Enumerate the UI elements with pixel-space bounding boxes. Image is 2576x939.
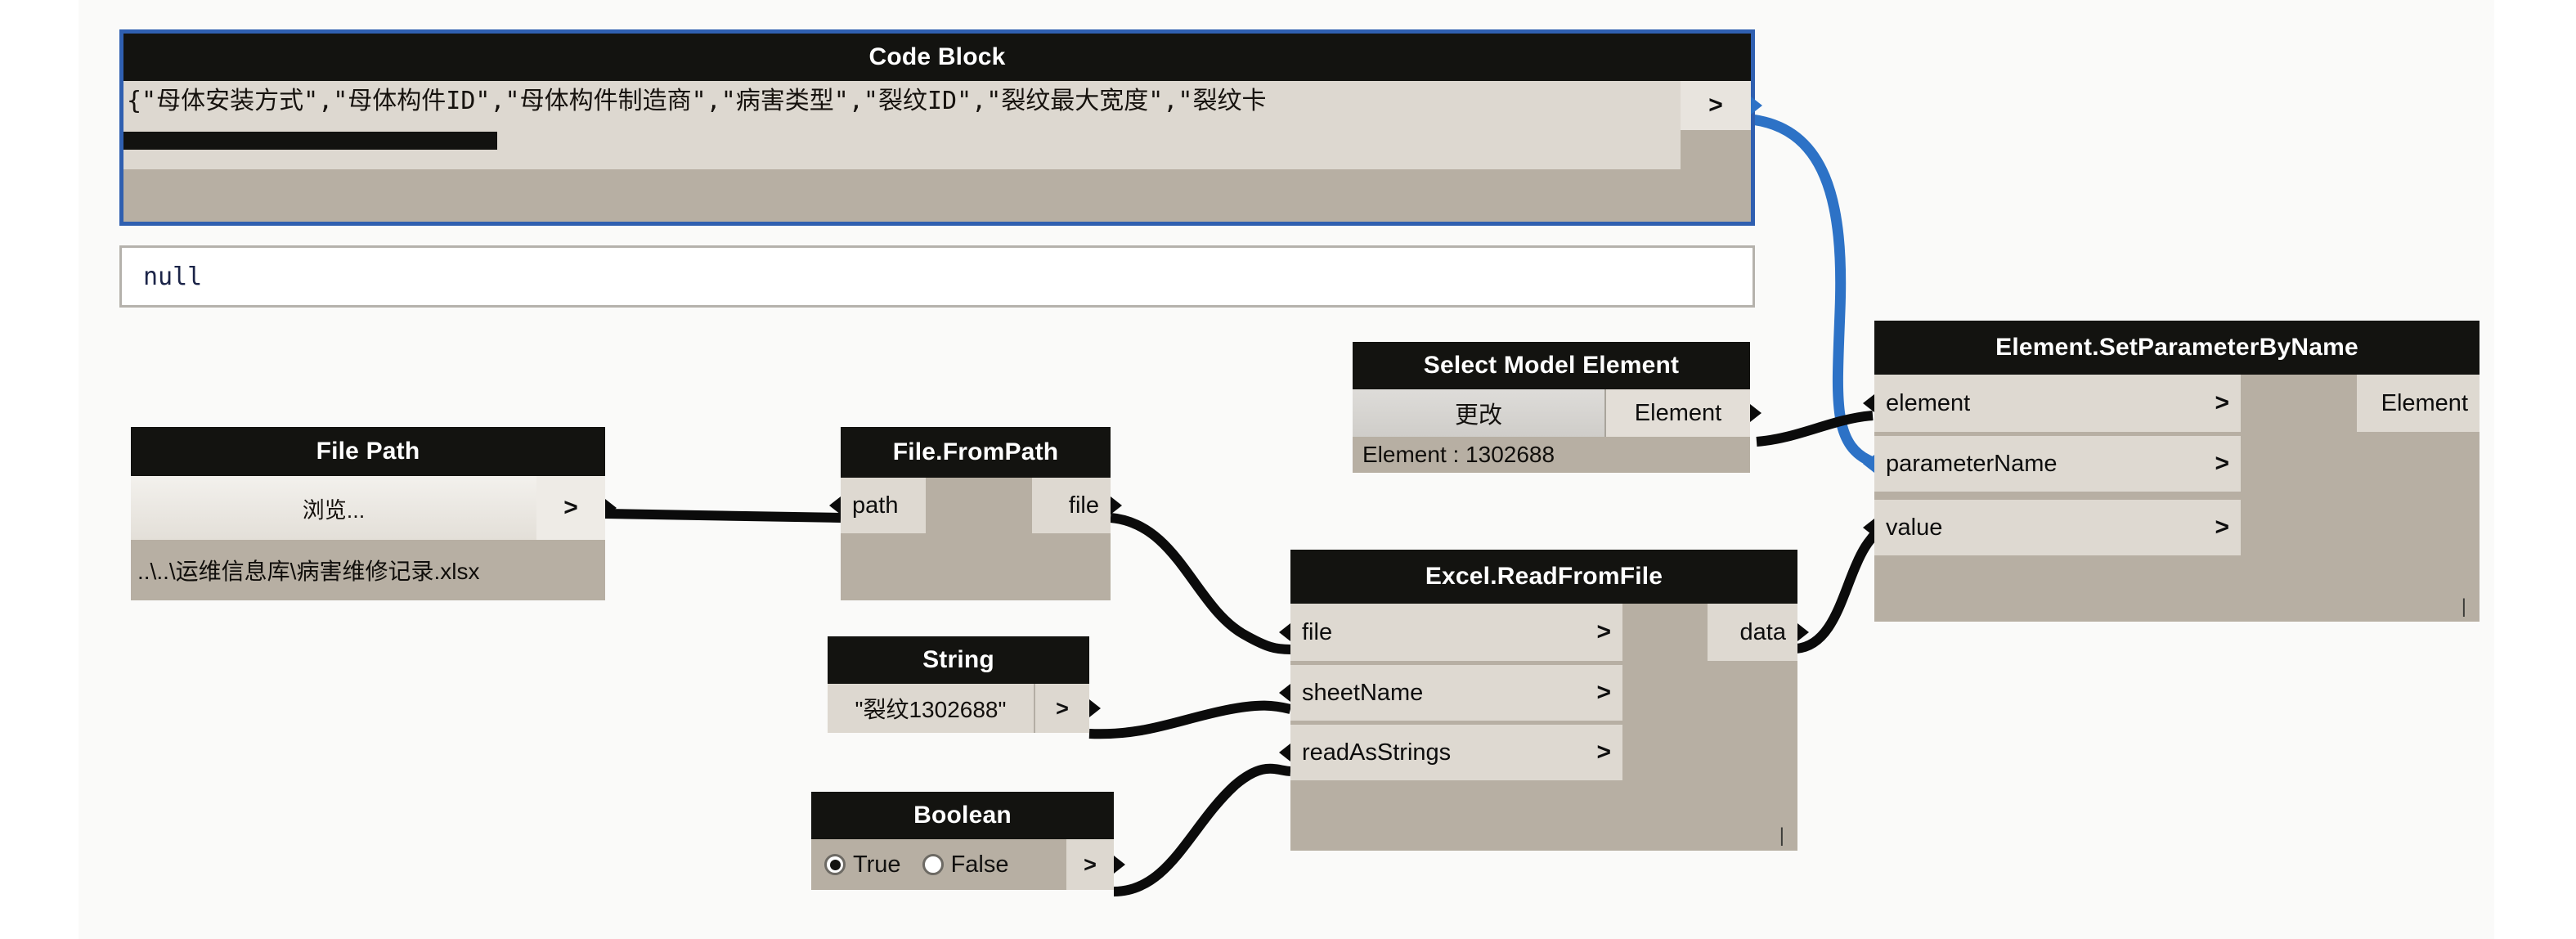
node-element-set-parameter-by-name[interactable]: Element.SetParameterByName element > Ele… <box>1863 321 2480 622</box>
select-model-element-title: Select Model Element <box>1353 342 1750 389</box>
chevron-right-icon: > <box>1056 695 1069 721</box>
port-in-file[interactable]: file > <box>1279 604 1622 661</box>
boolean-title: Boolean <box>811 792 1114 839</box>
node-boolean[interactable]: Boolean True False > <box>811 792 1125 890</box>
node-gap <box>926 478 1032 533</box>
node-excel-read-from-file[interactable]: Excel.ReadFromFile file > data sheetN <box>1279 550 1809 851</box>
file-path-value: ..\..\运维信息库\病害维修记录.xlsx <box>131 540 605 600</box>
input-connector-arrow-icon <box>1863 394 1874 412</box>
port-in-parametername-label: parameterName <box>1886 450 2058 477</box>
file-from-path-title: File.FromPath <box>841 427 1111 478</box>
output-connector-arrow-icon <box>1114 856 1125 874</box>
preview-value: null <box>143 262 203 291</box>
code-block-preview-bubble: null <box>119 245 1755 308</box>
port-in-parametername[interactable]: parameterName > <box>1863 436 2241 492</box>
input-connector-arrow-icon <box>1279 744 1290 762</box>
port-in-value[interactable]: value > <box>1863 500 2241 555</box>
chevron-right-icon: > <box>2215 450 2229 477</box>
port-in-readasstrings[interactable]: readAsStrings > <box>1279 725 1622 780</box>
port-in-path-label: path <box>852 492 899 519</box>
port-in-element-label: element <box>1886 389 1971 416</box>
node-code-block[interactable]: Code Block {"母体安装方式","母体构件ID","母体构件制造商",… <box>119 29 1762 226</box>
chevron-right-icon: > <box>563 494 578 521</box>
port-in-readasstrings-label: readAsStrings <box>1302 739 1452 766</box>
input-connector-arrow-icon <box>1863 519 1874 537</box>
chevron-right-icon: > <box>1596 679 1611 706</box>
code-block-scroll-thumb[interactable] <box>123 132 497 150</box>
code-block-code-text[interactable]: {"母体安装方式","母体构件ID","母体构件制造商","病害类型","裂纹I… <box>127 87 1267 115</box>
code-block-editor[interactable]: {"母体安装方式","母体构件ID","母体构件制造商","病害类型","裂纹I… <box>123 81 1681 130</box>
chevron-right-icon: > <box>1084 851 1097 877</box>
excel-read-from-file-title: Excel.ReadFromFile <box>1290 550 1797 604</box>
radio-false[interactable] <box>922 854 944 875</box>
input-connector-arrow-icon <box>1863 455 1874 473</box>
string-title: String <box>828 636 1089 684</box>
radio-true-label: True <box>853 851 901 878</box>
port-out-data-label: data <box>1739 618 1786 645</box>
input-connector-arrow-icon <box>1279 623 1290 641</box>
lacing-indicator[interactable]: | <box>1779 824 1784 847</box>
node-gap <box>2241 375 2357 432</box>
radio-false-label: False <box>950 851 1009 878</box>
port-out-element[interactable]: Element <box>1606 389 1761 437</box>
input-connector-arrow-icon <box>1279 684 1290 702</box>
chevron-right-icon: > <box>1596 618 1611 645</box>
output-connector-arrow-icon <box>1797 623 1809 641</box>
output-connector-arrow-icon <box>1751 97 1762 115</box>
input-connector-arrow-icon <box>829 496 841 514</box>
chevron-right-icon: > <box>2215 514 2229 541</box>
change-selection-button[interactable]: 更改 <box>1353 389 1606 437</box>
lacing-indicator[interactable]: | <box>2461 595 2466 618</box>
file-path-output-port[interactable]: > <box>536 476 617 540</box>
node-gap <box>1622 604 1708 661</box>
port-out-element[interactable]: Element <box>2357 375 2480 432</box>
port-in-sheetname[interactable]: sheetName > <box>1279 665 1622 721</box>
browse-button[interactable]: 浏览... <box>131 476 536 540</box>
port-out-file[interactable]: file <box>1032 478 1122 533</box>
boolean-output-port[interactable]: > <box>1066 839 1125 890</box>
node-file-from-path[interactable]: File.FromPath path file <box>829 427 1122 600</box>
node-file-path[interactable]: File Path 浏览... > ..\..\运维信息库\病害维修记录.xls… <box>131 427 617 600</box>
port-in-file-label: file <box>1302 618 1333 645</box>
output-connector-arrow-icon <box>605 499 617 517</box>
node-string[interactable]: String "裂纹1302688" > <box>828 636 1101 733</box>
string-output-port[interactable]: > <box>1034 684 1101 733</box>
port-in-sheetname-label: sheetName <box>1302 679 1424 706</box>
string-value-input[interactable]: "裂纹1302688" <box>828 684 1034 733</box>
port-out-data[interactable]: data <box>1708 604 1809 661</box>
port-in-value-label: value <box>1886 514 1943 541</box>
selected-element-text: Element : 1302688 <box>1353 437 1750 473</box>
chevron-right-icon: > <box>1708 92 1723 119</box>
port-in-path[interactable]: path <box>829 478 926 533</box>
chevron-right-icon: > <box>1596 739 1611 766</box>
port-in-element[interactable]: element > <box>1863 375 2241 432</box>
code-block-horizontal-scrollbar[interactable] <box>123 130 1681 150</box>
output-connector-arrow-icon <box>1750 404 1761 422</box>
radio-true[interactable] <box>824 854 846 875</box>
output-connector-arrow-icon <box>1089 699 1101 717</box>
chevron-right-icon: > <box>2215 389 2229 416</box>
code-block-output-port[interactable]: > <box>1681 81 1762 130</box>
output-connector-arrow-icon <box>1111 496 1122 514</box>
code-block-title: Code Block <box>123 34 1751 81</box>
element-set-parameter-by-name-title: Element.SetParameterByName <box>1874 321 2480 375</box>
node-select-model-element[interactable]: Select Model Element 更改 Element Element … <box>1353 342 1761 473</box>
port-out-file-label: file <box>1068 492 1099 519</box>
port-out-element-label: Element <box>2381 389 2468 416</box>
file-path-title: File Path <box>131 427 605 476</box>
code-block-editor-pad <box>123 150 1681 169</box>
port-out-element-label: Element <box>1634 399 1722 426</box>
